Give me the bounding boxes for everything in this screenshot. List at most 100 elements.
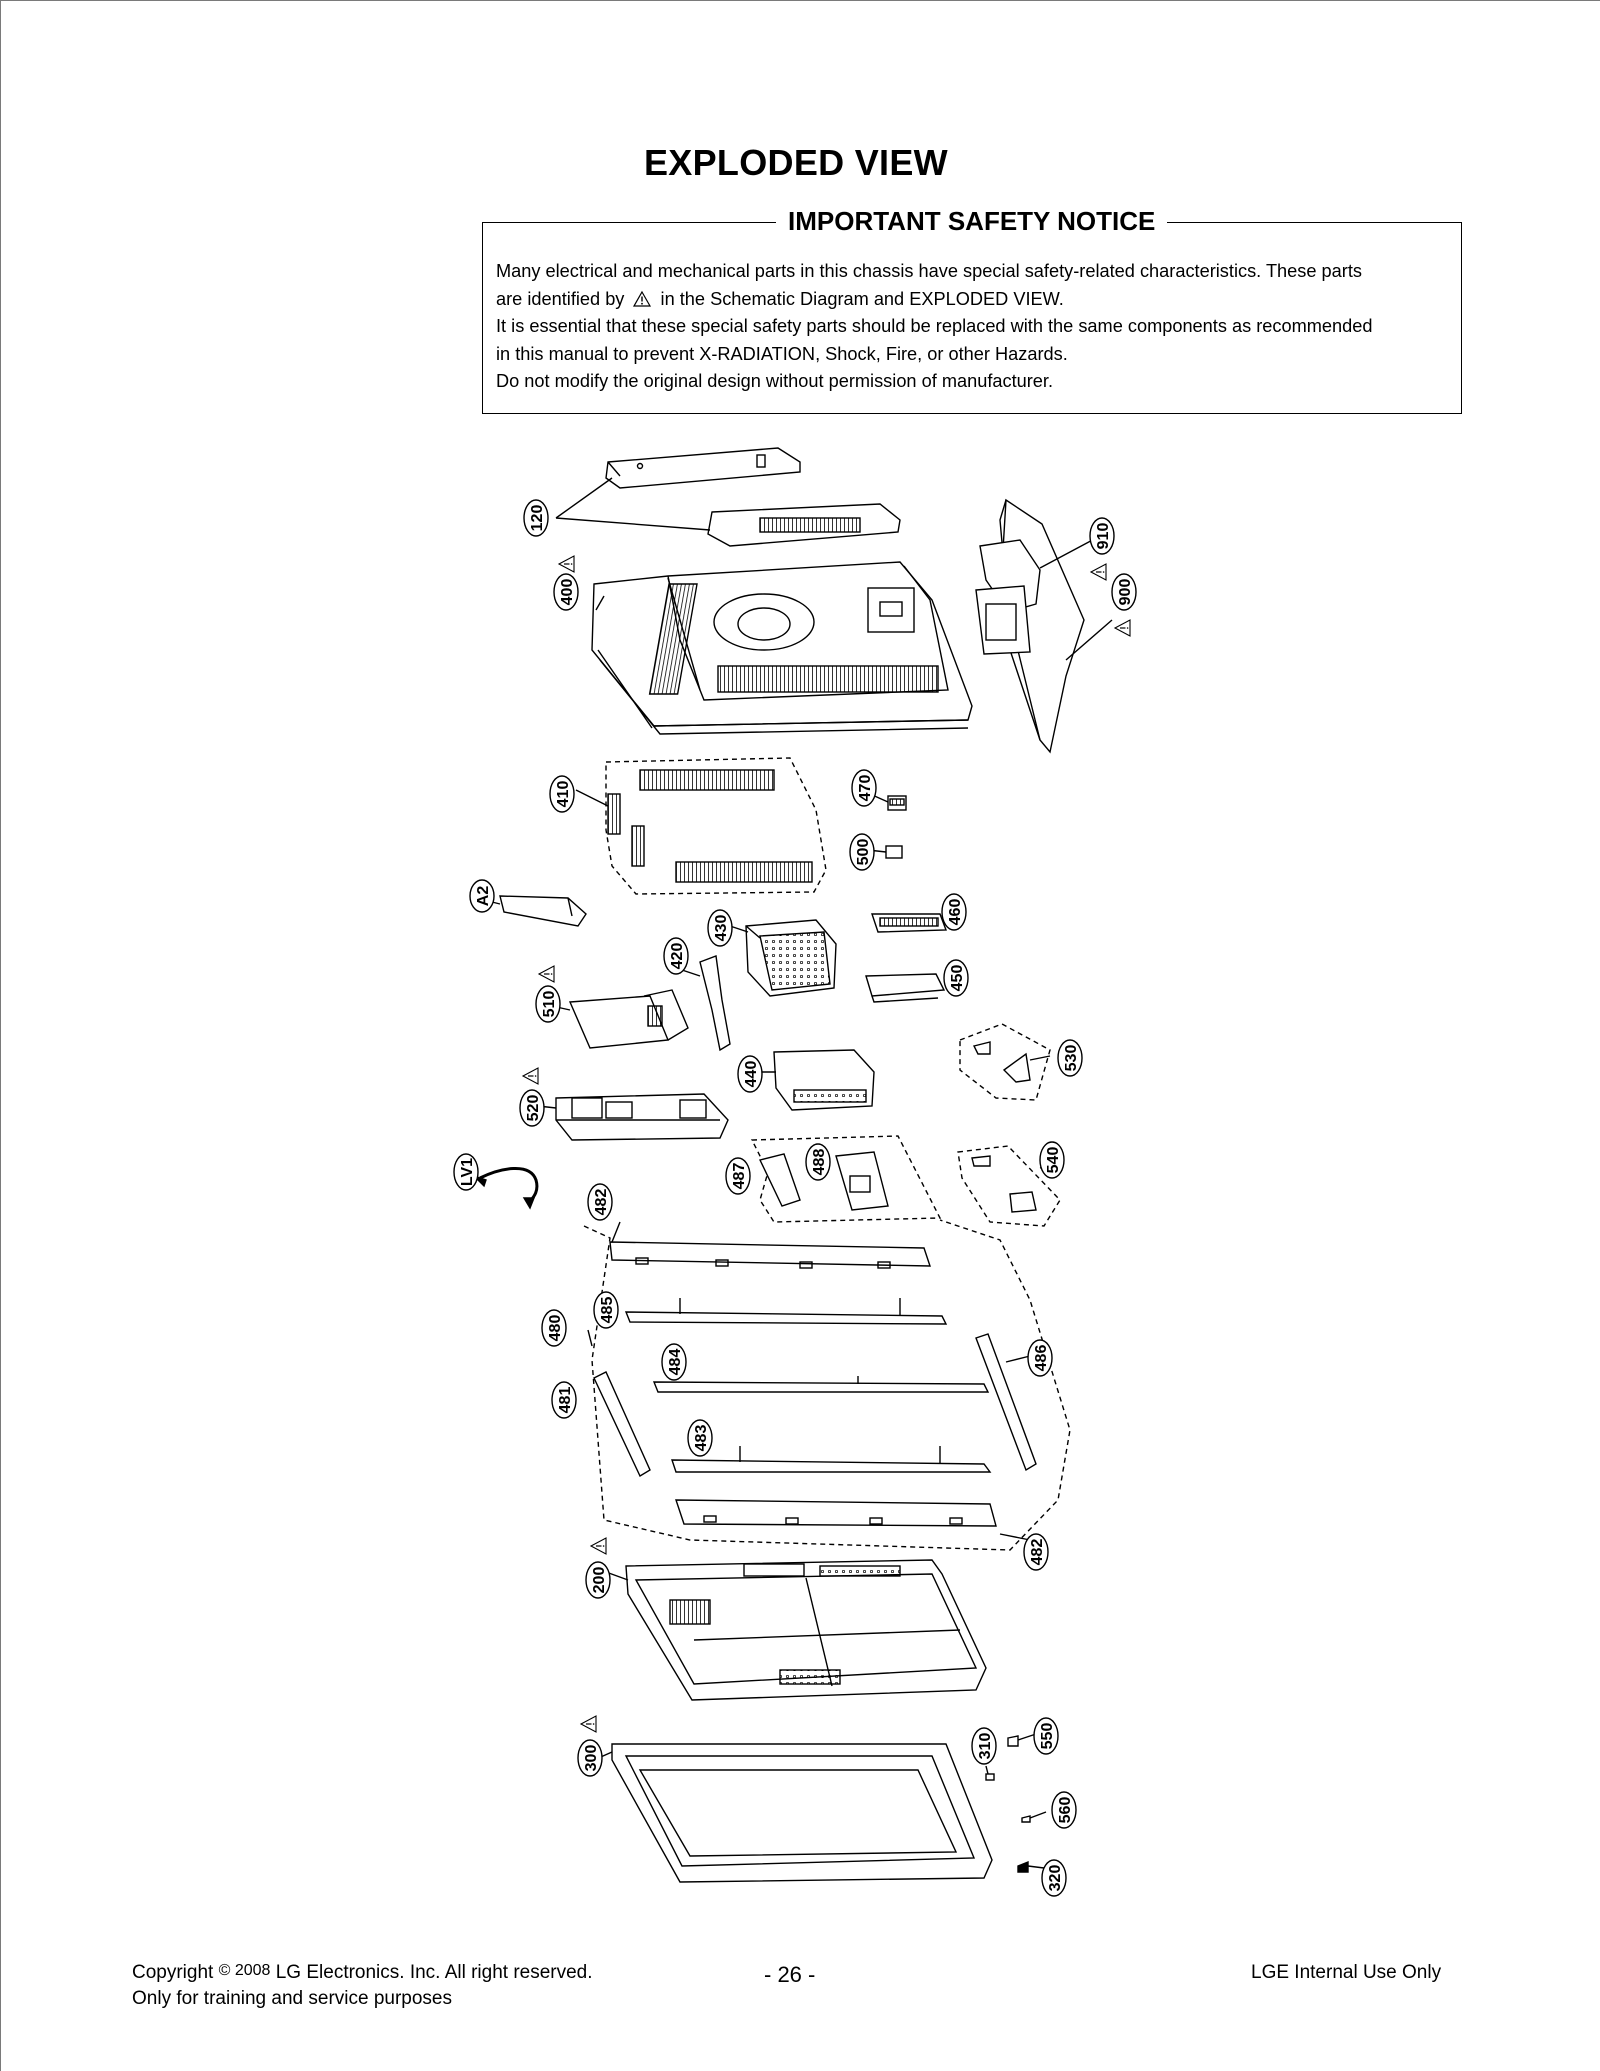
- safety-notice-heading: IMPORTANT SAFETY NOTICE: [776, 206, 1168, 237]
- label-900: 900: [1117, 579, 1134, 606]
- label-450: 450: [949, 965, 966, 992]
- notice-line-5: Do not modify the original design withou…: [496, 371, 1054, 391]
- label-510: 510: [541, 991, 558, 1018]
- callout-420: 420: [663, 937, 689, 975]
- footer-internal-use: LGE Internal Use Only: [1251, 1962, 1442, 1983]
- part-400-drawing: [591, 561, 973, 735]
- callout-486: 486: [1027, 1339, 1053, 1377]
- part-300-drawing: [593, 1743, 993, 1883]
- callout-500: 500: [849, 833, 875, 871]
- part-LV1-drawing: [473, 1166, 539, 1210]
- label-550: 550: [1039, 1723, 1056, 1750]
- callout-485: 485: [593, 1291, 619, 1329]
- callout-484: 484: [661, 1343, 687, 1381]
- callout-481: 481: [551, 1381, 577, 1419]
- label-483: 483: [693, 1425, 710, 1452]
- label-480: 480: [547, 1315, 564, 1342]
- callout-320: 320: [1041, 1859, 1067, 1897]
- label-200: 200: [591, 1567, 608, 1594]
- callout-200: 200: [585, 1561, 611, 1599]
- callout-910: 910: [1089, 517, 1115, 555]
- label-560: 560: [1057, 1797, 1074, 1824]
- label-487: 487: [731, 1163, 748, 1190]
- part-540-group-drawing: [957, 1145, 1061, 1227]
- part-450-drawing: [865, 973, 955, 1003]
- warning-triangle-icon: [633, 290, 652, 307]
- callout-480: 480: [541, 1309, 567, 1347]
- label-485: 485: [599, 1297, 616, 1324]
- label-481: 481: [557, 1387, 574, 1414]
- callout-540: 540: [1039, 1141, 1065, 1179]
- part-200-drawing: [605, 1559, 987, 1701]
- copyright-word: Copyright: [132, 1962, 214, 1983]
- part-A2-drawing: [491, 895, 587, 927]
- notice-line-3: It is essential that these special safet…: [496, 316, 1373, 336]
- callout-488: 488: [805, 1143, 831, 1181]
- footer-purpose: Only for training and service purposes: [132, 1988, 452, 2009]
- label-420: 420: [669, 943, 686, 970]
- callout-410: 410: [549, 775, 575, 813]
- callout-487: 487: [725, 1157, 751, 1195]
- label-520: 520: [525, 1095, 542, 1122]
- label-430: 430: [713, 915, 730, 942]
- notice-line-2-start: are identified by: [496, 288, 625, 309]
- callout-483: 483: [687, 1419, 713, 1457]
- copyright-company: LG Electronics. Inc. All right reserved.: [275, 1962, 593, 1983]
- page-border-left: [0, 0, 1, 2071]
- notice-line-1: Many electrical and mechanical parts in …: [496, 261, 1362, 281]
- callout-560: 560: [1051, 1791, 1077, 1829]
- label-484: 484: [667, 1349, 684, 1376]
- callout-300: 300: [577, 1739, 603, 1777]
- callout-550: 550: [1033, 1717, 1059, 1755]
- callout-120: 120: [523, 499, 549, 537]
- label-120: 120: [529, 505, 546, 532]
- label-320: 320: [1047, 1865, 1064, 1892]
- label-486: 486: [1033, 1345, 1050, 1372]
- label-540: 540: [1045, 1147, 1062, 1174]
- callout-LV1: LV1: [453, 1153, 479, 1191]
- part-labels: 120 400 910 900 410 470 500 A2 460 430 4…: [453, 499, 1137, 1897]
- copyright-mark: © 2008: [218, 1962, 271, 1979]
- callout-520: 520: [519, 1089, 545, 1127]
- label-LV1: LV1: [459, 1158, 476, 1186]
- page-number: - 26 -: [764, 1962, 816, 1987]
- label-440: 440: [743, 1061, 760, 1088]
- part-430-drawing: [723, 919, 837, 997]
- part-420-drawing: [681, 955, 731, 1052]
- callout-900: 900: [1111, 573, 1137, 611]
- page-border-top: [0, 0, 1600, 1]
- label-400: 400: [559, 579, 576, 606]
- label-410: 410: [555, 781, 572, 808]
- callout-460: 460: [941, 893, 967, 931]
- callout-450: 450: [943, 959, 969, 997]
- label-300: 300: [583, 1745, 600, 1772]
- notice-line-4: in this manual to prevent X-RADIATION, S…: [496, 343, 1068, 364]
- notice-line-2-end: in the Schematic Diagram and EXPLODED VI…: [660, 288, 1064, 309]
- label-482-top: 482: [593, 1189, 610, 1216]
- part-480-group-drawing: [583, 1219, 1071, 1551]
- part-530-group-drawing: [959, 1023, 1051, 1101]
- part-510-drawing: [551, 989, 689, 1049]
- callout-430: 430: [707, 909, 733, 947]
- footer-copyright: Copyright © 2008 LG Electronics. Inc. Al…: [132, 1962, 593, 1984]
- part-520-drawing: [537, 1093, 729, 1141]
- label-A2: A2: [475, 886, 492, 907]
- notice-line-2: are identified by in the Schematic Diagr…: [496, 286, 1450, 314]
- label-470: 470: [857, 775, 874, 802]
- small-parts-drawing: [985, 1733, 1047, 1873]
- safety-notice-body: Many electrical and mechanical parts in …: [496, 258, 1450, 396]
- callout-440: 440: [737, 1055, 763, 1093]
- callout-530: 530: [1057, 1039, 1083, 1077]
- callout-400: 400: [553, 573, 579, 611]
- callout-482-bottom: 482: [1023, 1533, 1049, 1571]
- page-title: EXPLODED VIEW: [644, 142, 948, 183]
- part-487-488-group-drawing: [750, 1135, 942, 1223]
- callout-510: 510: [535, 985, 561, 1023]
- label-460: 460: [947, 899, 964, 926]
- label-530: 530: [1063, 1045, 1080, 1072]
- label-910: 910: [1095, 523, 1112, 550]
- part-120-drawing: [555, 447, 901, 547]
- label-500: 500: [855, 839, 872, 866]
- exploded-view-diagram: 120 400 910 900 410 470 500 A2 460 430 4…: [453, 447, 1137, 1897]
- label-488: 488: [811, 1149, 828, 1176]
